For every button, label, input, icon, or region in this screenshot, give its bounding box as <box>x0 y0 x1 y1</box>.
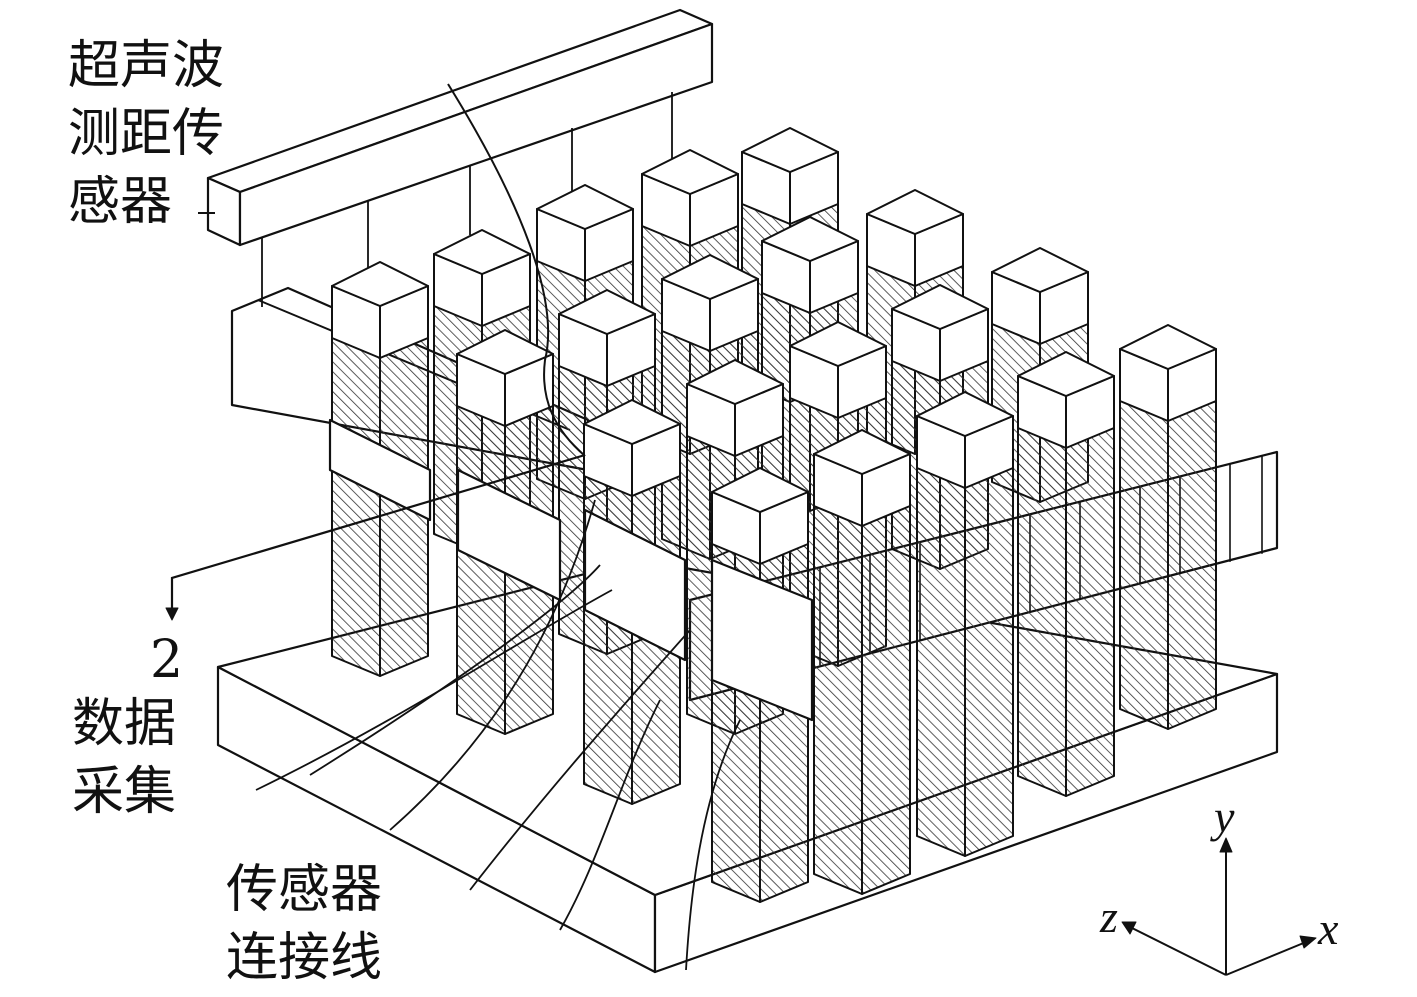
column-18-top <box>813 429 911 475</box>
column-0-top <box>741 127 839 173</box>
slab-band-d <box>710 558 814 722</box>
data-acq-label-line1: 数据 <box>72 694 177 754</box>
wire-4 <box>469 629 691 891</box>
connection-line-label-line1: 传感器 <box>226 860 383 920</box>
axis-x-line <box>1225 941 1307 976</box>
connection-line-label-line2: 连接线 <box>226 928 383 988</box>
column-6-top <box>761 216 859 262</box>
column-9-top <box>456 329 554 375</box>
ultrasonic-sensor-label-line3: 感器 <box>68 172 173 232</box>
wire-2 <box>309 564 601 776</box>
axis-z-arrowhead <box>1121 921 1137 935</box>
column-3-top <box>433 229 531 275</box>
data-acq-number: 2 <box>150 630 184 690</box>
ultrasonic-leader <box>447 83 586 457</box>
ultrasonic-sensor-label-line1: 超声波 <box>68 36 225 96</box>
data-acq-arrow-head <box>165 607 179 621</box>
wire-5 <box>559 699 661 931</box>
column-14-top <box>583 399 681 445</box>
column-13-top <box>686 359 784 405</box>
sensor-beam-front <box>238 22 714 247</box>
axis-y-arrowhead <box>1219 837 1233 853</box>
axis-x-label: x <box>1318 903 1339 954</box>
column-19-top <box>711 467 809 513</box>
column-16-top <box>1017 351 1115 397</box>
scene <box>165 8 1317 976</box>
column-2-top <box>536 184 634 230</box>
wire-6 <box>685 719 741 971</box>
slab-band-a <box>328 418 432 522</box>
column-10-top <box>991 247 1089 293</box>
wire-3 <box>389 499 596 831</box>
column-5-top <box>866 189 964 235</box>
axis-y-label: y <box>1214 791 1235 842</box>
axis-z-label: z <box>1100 891 1118 942</box>
data-acq-label-line2: 采集 <box>72 762 177 822</box>
column-17-top <box>916 391 1014 437</box>
column-4-top <box>331 261 429 307</box>
column-11-top <box>891 284 989 330</box>
column-12-top <box>789 321 887 367</box>
ultrasonic-sensor-label-line2: 测距传 <box>68 104 225 164</box>
slab-band-c <box>583 508 687 662</box>
data-acq-arrow-line <box>170 453 586 612</box>
column-15-top <box>1119 324 1217 370</box>
column-7-top <box>661 254 759 300</box>
column-8-top <box>558 289 656 335</box>
wire-1 <box>255 589 613 791</box>
column-1-top <box>641 149 739 195</box>
axis-x-arrowhead <box>1299 935 1317 949</box>
axis-z-line <box>1131 927 1227 976</box>
